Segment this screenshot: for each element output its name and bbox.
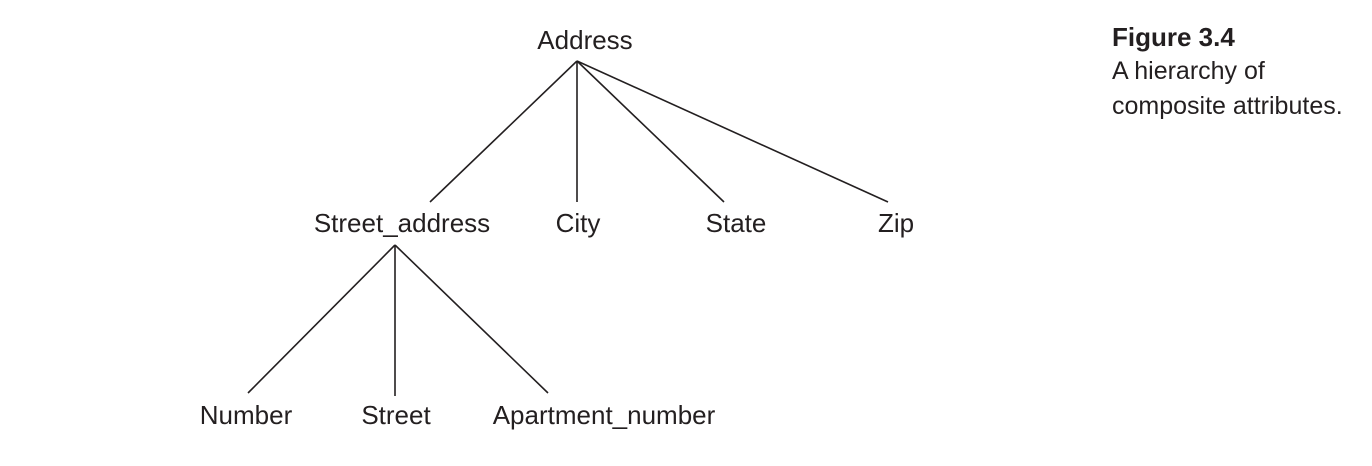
edge-address-street-address — [429, 60, 578, 203]
edge-address-state — [576, 60, 725, 203]
figure-caption: Figure 3.4 A hierarchy of composite attr… — [1112, 20, 1370, 124]
figure-title: Figure 3.4 — [1112, 22, 1235, 52]
node-number: Number — [199, 400, 293, 430]
edge-address-zip — [576, 60, 889, 203]
node-street-address: Street_address — [313, 208, 491, 238]
caption-line-1: A hierarchy of — [1112, 57, 1265, 85]
node-apartment-number: Apartment_number — [492, 400, 716, 430]
node-state: State — [705, 208, 767, 238]
node-address: Address — [537, 25, 633, 55]
node-zip: Zip — [877, 208, 915, 238]
caption-line-2: composite attributes. — [1112, 92, 1343, 120]
edge-street-address-apartment-number — [394, 244, 549, 394]
node-city: City — [555, 208, 601, 238]
node-street: Street — [361, 400, 431, 430]
edge-street-address-number — [247, 244, 396, 394]
